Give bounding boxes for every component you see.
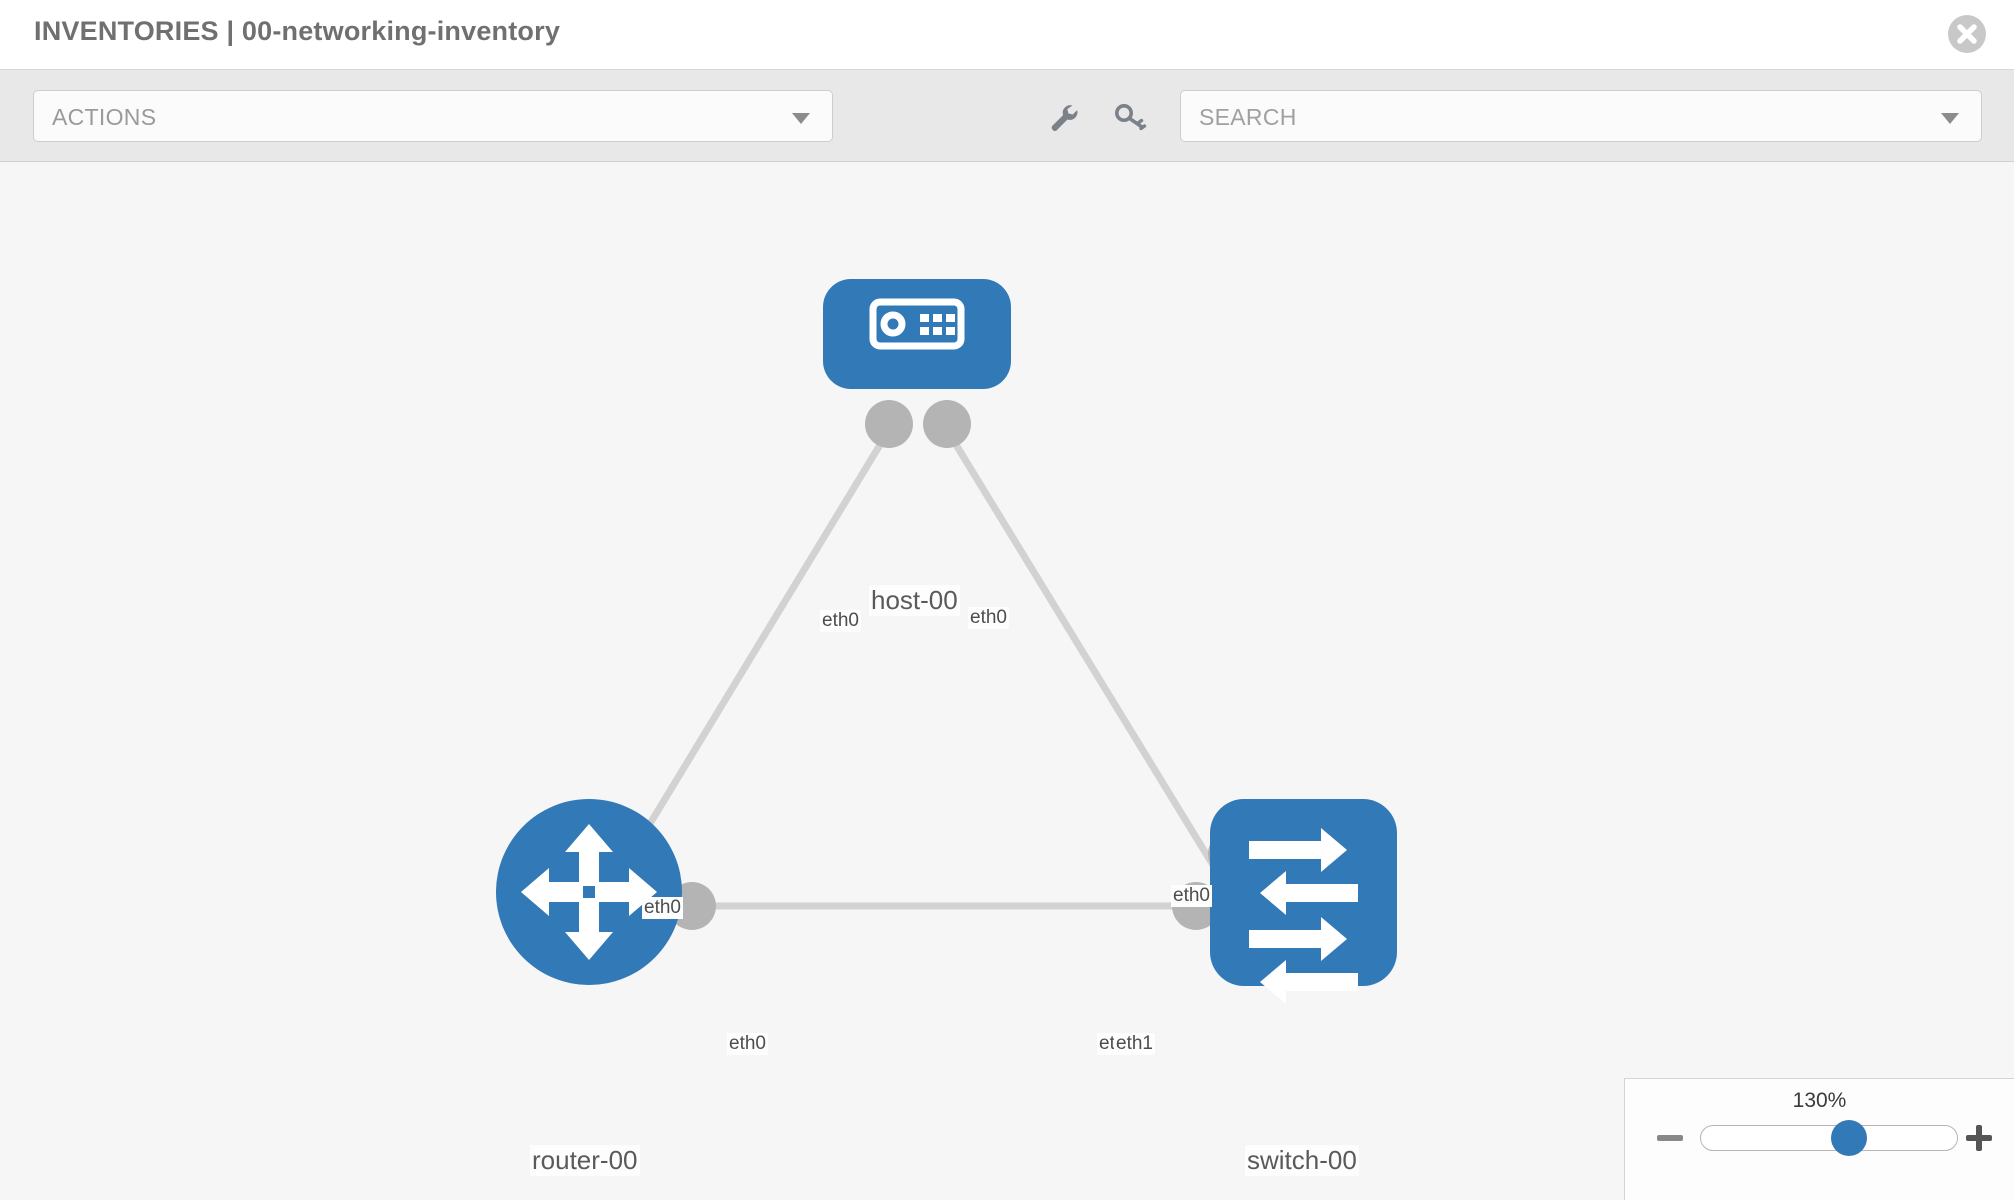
link-host00-switch00 <box>944 428 1241 908</box>
search-input[interactable]: SEARCH <box>1180 90 1982 142</box>
switch-arrows-icon <box>1249 828 1358 1004</box>
toolbar: ACTIONS SEARCH <box>0 70 2014 162</box>
page-title: INVENTORIES | 00-networking-inventory <box>34 16 561 46</box>
node-label-host-00: host-00 <box>869 585 960 616</box>
link-label-switch00-eth1: eth1 <box>1114 1033 1155 1055</box>
link-label-host00-eth0-left: eth0 <box>820 610 861 632</box>
link-label-host00-eth0-right: eth0 <box>968 607 1009 629</box>
page-header: INVENTORIES | 00-networking-inventory <box>0 0 2014 70</box>
node-label-switch-00: switch-00 <box>1245 1145 1359 1176</box>
connector-host00-right <box>923 400 971 448</box>
node-router-00[interactable] <box>496 799 682 985</box>
actions-dropdown-label: ACTIONS <box>52 104 157 130</box>
zoom-slider-track[interactable] <box>1700 1120 1958 1156</box>
wrench-icon[interactable] <box>1043 97 1083 137</box>
topology-graph <box>496 279 1397 1004</box>
search-placeholder: SEARCH <box>1199 104 1297 130</box>
link-label-switch00-eth0-up: eth0 <box>1171 885 1212 907</box>
link-connectors <box>668 400 1256 930</box>
node-host-00[interactable] <box>823 279 1011 389</box>
node-label-router-00: router-00 <box>530 1145 640 1176</box>
chevron-down-icon[interactable] <box>1941 113 1959 124</box>
zoom-in-button[interactable] <box>1964 1123 1994 1153</box>
key-icon[interactable] <box>1110 97 1150 137</box>
node-switch-00[interactable] <box>1210 799 1397 1004</box>
link-label-router00-eth0-east: eth0 <box>727 1033 768 1055</box>
topology-canvas[interactable]: host-00 router-00 switch-00 eth0 eth0 et… <box>0 162 2014 1200</box>
zoom-control-panel: 130% <box>1624 1078 2014 1200</box>
actions-dropdown[interactable]: ACTIONS <box>33 90 833 142</box>
server-icon <box>869 298 965 350</box>
zoom-slider-thumb[interactable] <box>1831 1120 1868 1156</box>
connector-host00-left <box>865 400 913 448</box>
router-arrows-icon <box>521 824 657 960</box>
zoom-out-button[interactable] <box>1655 1123 1685 1153</box>
zoom-level-label: 130% <box>1792 1089 1847 1112</box>
chevron-down-icon <box>792 113 810 124</box>
close-icon[interactable] <box>1948 15 1986 53</box>
topology-links <box>597 428 1241 910</box>
link-label-router00-eth0-up: eth0 <box>642 897 683 919</box>
